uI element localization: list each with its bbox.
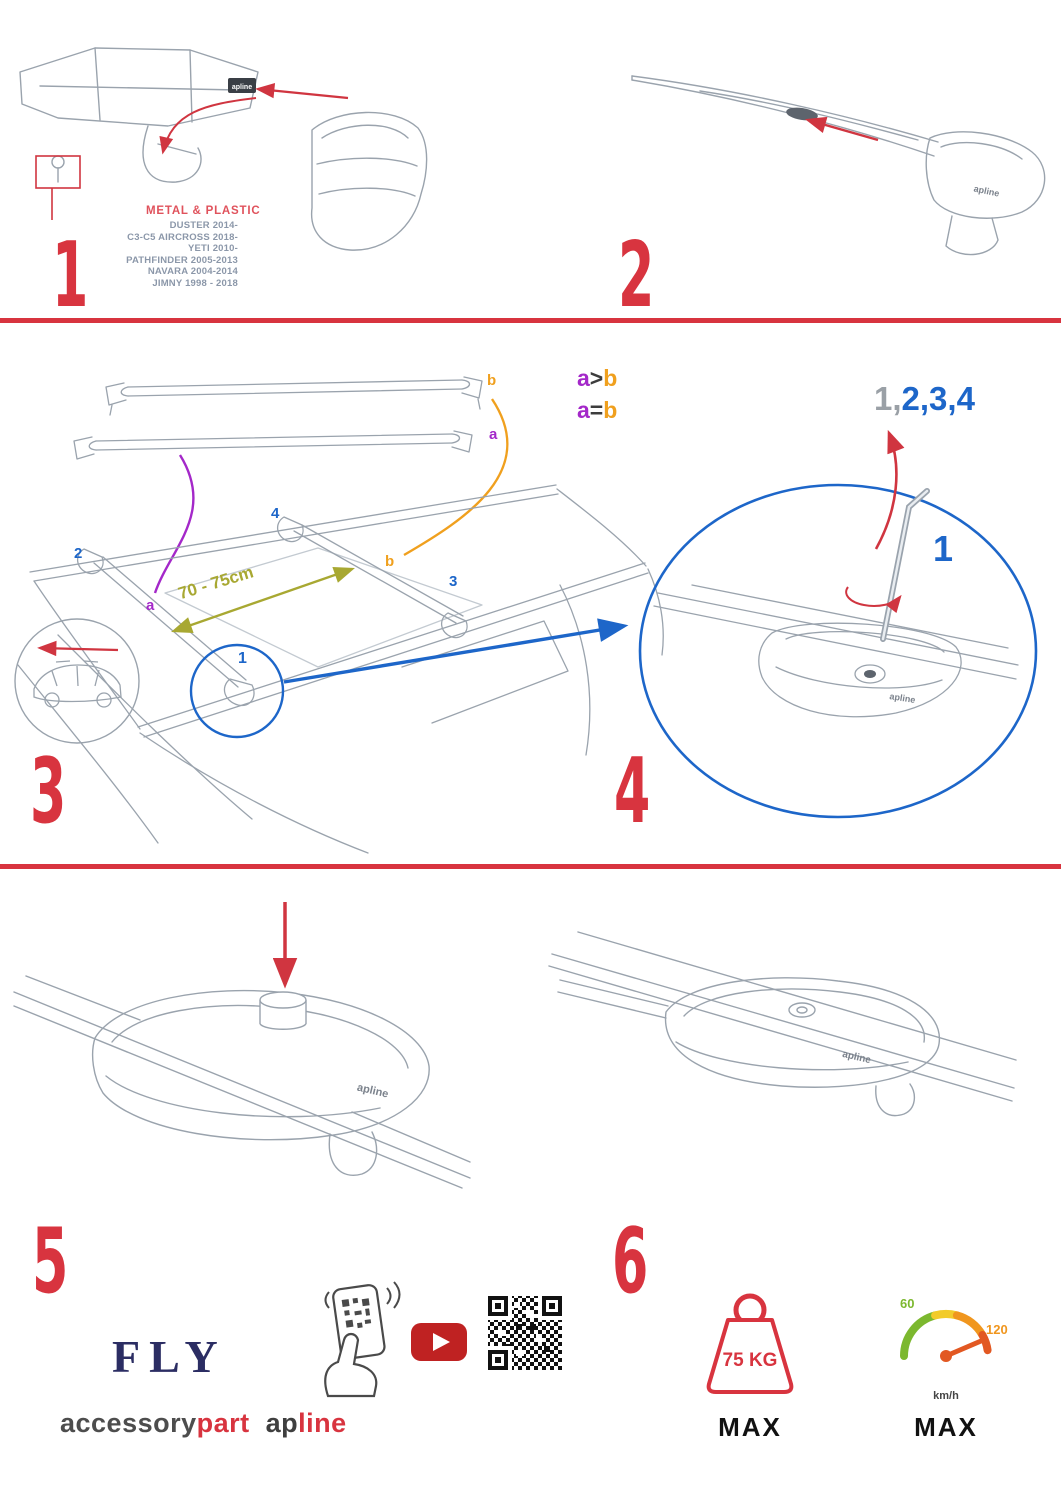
position1-circle: [189, 643, 285, 739]
crossbar-drawing: [631, 75, 1046, 256]
product-name: FLY: [112, 1331, 227, 1382]
model-item: PATHFINDER 2005-2013: [126, 254, 238, 266]
model-item: C3-C5 AIRCROSS 2018-: [127, 231, 238, 243]
step2-red-arrow: [804, 116, 879, 142]
speed-high-label: 120: [986, 1322, 1008, 1337]
comparison-row-1: a>b: [577, 362, 617, 394]
car-inset-circle: [14, 618, 140, 744]
cmp2-op: =: [589, 397, 604, 423]
step5-6-illustration: apline apline: [13, 902, 1017, 1189]
comparison-row-2: a=b: [577, 394, 617, 426]
roof-label-a: a: [146, 597, 155, 614]
apline-foot-label: apline: [841, 1049, 872, 1066]
apline-logo-text: apline: [232, 84, 252, 91]
curve-b: [403, 398, 509, 557]
brand-part: part: [196, 1408, 250, 1438]
model-item: NAVARA 2004-2014: [147, 266, 238, 278]
distance-arrow: [171, 566, 355, 634]
foot-exploded-drawing: [19, 47, 428, 251]
brand-line: line: [298, 1408, 347, 1438]
bolt-socket: [864, 670, 876, 678]
weight-limit-icon: 75 KG: [706, 1293, 794, 1394]
step5-number: 5: [32, 1209, 69, 1314]
cmp1-b: b: [603, 365, 618, 391]
speedometer-needle: [943, 1338, 984, 1359]
loose-bars-drawing: [73, 376, 483, 460]
material-label: METAL & PLASTIC: [146, 205, 261, 217]
step3-number: 3: [30, 739, 67, 844]
step2-number: 2: [618, 223, 655, 328]
cmp1-a: a: [577, 365, 590, 391]
apline-foot-label: apline: [973, 183, 1001, 198]
scan-phone-icon: [324, 1281, 401, 1398]
sequence-arrow: [874, 429, 905, 550]
weight-value: 75 KG: [723, 1350, 778, 1371]
model-list: DUSTER 2014- C3-C5 AIRCROSS 2018- YETI 2…: [96, 220, 238, 290]
cmp1-op: >: [589, 365, 604, 391]
model-item: JIMNY 1998 - 2018: [152, 277, 238, 289]
speed-low-label: 60: [900, 1296, 915, 1311]
foot-knob-drawing: [13, 975, 471, 1189]
section-divider-2: [0, 864, 1061, 869]
step1-red-arrows: [35, 82, 349, 220]
step4-number: 4: [614, 739, 651, 844]
model-item: DUSTER 2014-: [169, 220, 238, 231]
roof-pos-4: 4: [271, 505, 280, 522]
apline-foot-label: apline: [889, 691, 916, 705]
qr-code: [486, 1294, 564, 1372]
brand-ap: ap: [265, 1408, 299, 1438]
section-divider-1: [0, 318, 1061, 323]
mini-car-drawing: [33, 660, 122, 708]
zoom-arrow: [283, 618, 629, 684]
curve-a: [153, 454, 195, 594]
tighten-sequence: 1,2,3,4: [874, 380, 975, 418]
brand-accessory: accessory: [60, 1408, 197, 1438]
sequence-blue: 2,3,4: [901, 380, 975, 417]
detail-ellipse: [638, 483, 1038, 819]
step3-4-illustration: apline: [14, 376, 1038, 854]
step1-number: 1: [52, 223, 89, 328]
weight-max-label: MAX: [718, 1412, 782, 1442]
detail-position-label: 1: [933, 528, 954, 569]
apline-logo-patch: [228, 78, 256, 93]
knob-sides: [259, 1000, 307, 1024]
roof-pos-2: 2: [74, 545, 83, 562]
step1-2-illustration: apline apline: [19, 47, 1046, 256]
direction-arrow: [37, 640, 119, 657]
sequence-gray: 1,: [874, 380, 902, 417]
knob-top: [259, 991, 307, 1009]
roof-pos-1: 1: [238, 650, 247, 667]
roof-drawing: [17, 484, 664, 854]
speed-limit-icon: [899, 1310, 992, 1362]
bar-label-b: b: [487, 372, 497, 389]
speed-max-label: MAX: [914, 1412, 978, 1442]
roof-label-b: b: [385, 553, 395, 570]
bar-label-a: a: [489, 426, 498, 443]
foot-detail-drawing: [653, 584, 1019, 718]
apline-foot-label: apline: [356, 1082, 390, 1101]
cmp2-a: a: [577, 397, 590, 423]
step6-number: 6: [612, 1209, 649, 1314]
youtube-icon: [411, 1323, 467, 1361]
foot-mounted-drawing: [548, 931, 1017, 1117]
rotate-arrow: [845, 586, 902, 614]
hand-icon: [324, 1332, 378, 1398]
cmp2-b: b: [603, 397, 618, 423]
model-item: YETI 2010-: [187, 243, 238, 255]
roof-pos-3: 3: [449, 573, 458, 590]
comparison-block: a>b a=b: [577, 362, 617, 426]
speed-unit-label: km/h: [933, 1390, 959, 1402]
knob-bottom: [259, 1023, 307, 1030]
